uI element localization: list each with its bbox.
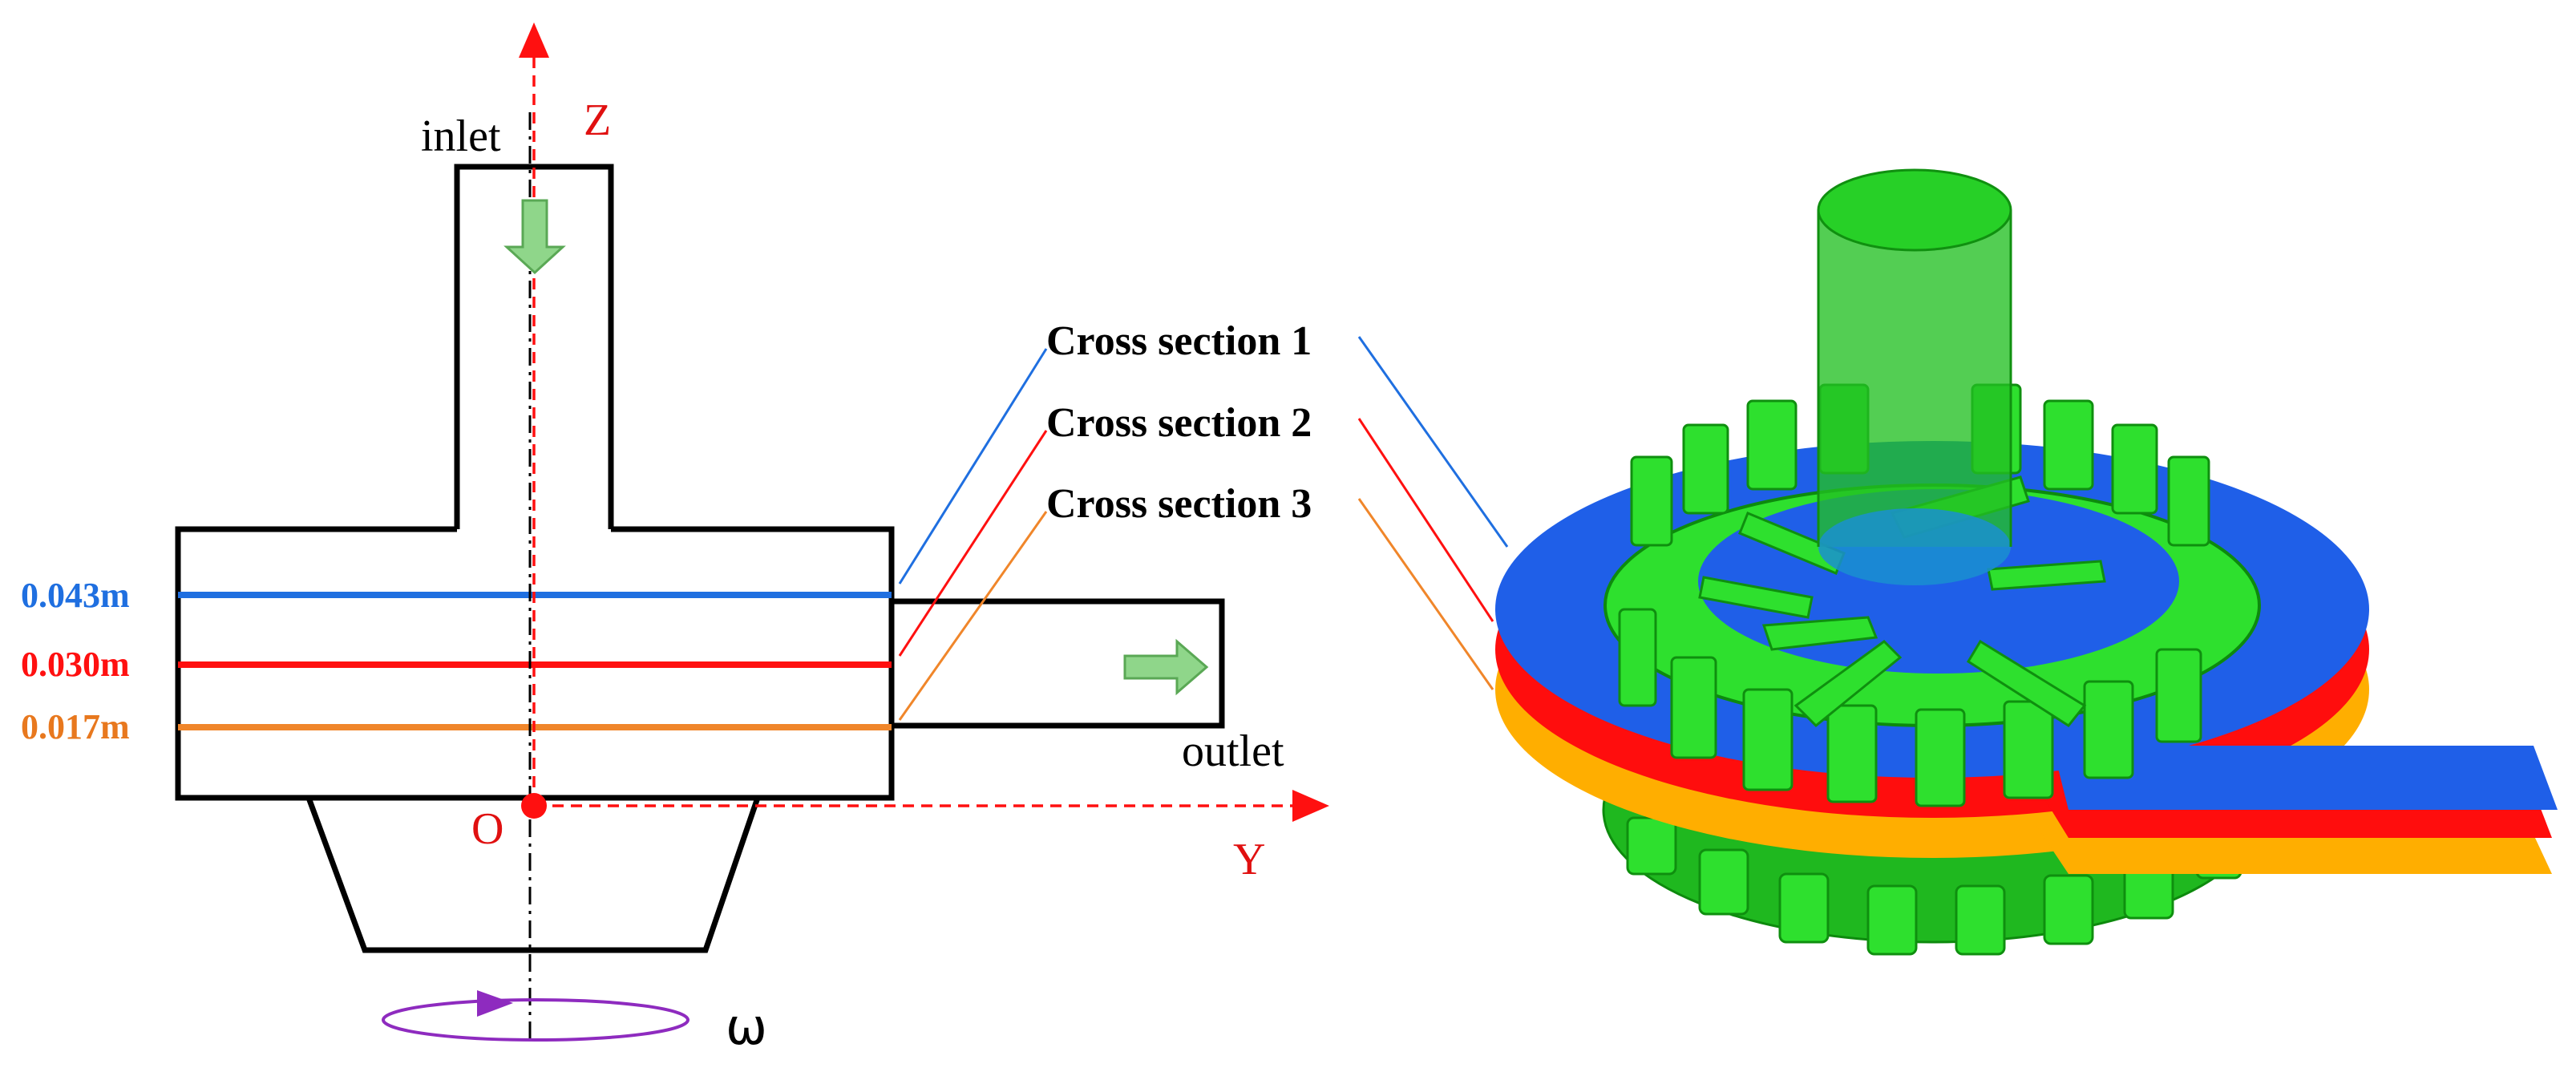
leader-right-1	[1357, 336, 1509, 548]
leader-left-2	[898, 430, 1048, 657]
leader-left-3	[898, 511, 1048, 721]
cross-section-label-2: Cross section 2	[1046, 400, 1312, 446]
rotation-arrow-icon	[382, 990, 689, 1042]
z-axis-label: Z	[584, 95, 611, 145]
origin-point	[521, 793, 547, 819]
leader-right-3	[1357, 498, 1494, 690]
outlet-pipe-outline	[892, 598, 1225, 729]
arrow-right-icon	[1123, 638, 1209, 696]
leader-right-2	[1357, 418, 1494, 622]
outlet-label: outlet	[1182, 726, 1284, 776]
cross-section-labels: Cross section 1 Cross section 2 Cross se…	[898, 318, 1509, 721]
z-axis-arrowhead	[519, 22, 549, 58]
pump-schematic: 0.043m 0.030m 0.017m Z Y O inlet outlet …	[21, 22, 1329, 1056]
omega-label: ω	[726, 997, 767, 1056]
inlet-pipe-outline	[454, 164, 614, 529]
arrow-down-icon	[503, 199, 566, 275]
height-label-0030: 0.030m	[21, 645, 130, 684]
cross-section-label-3: Cross section 3	[1046, 481, 1312, 527]
y-axis-label: Y	[1233, 835, 1265, 884]
pump-3d-model	[1495, 168, 2558, 956]
inlet-cylinder	[1817, 168, 2012, 585]
height-label-0043: 0.043m	[21, 576, 130, 615]
impeller-lower-blades	[1626, 816, 2242, 956]
height-label-0017: 0.017m	[21, 707, 130, 746]
y-axis-arrowhead	[1292, 790, 1329, 822]
impeller-outer-blades	[1618, 383, 2210, 807]
leader-left-1	[898, 348, 1048, 585]
origin-label: O	[471, 804, 503, 854]
inlet-label: inlet	[421, 111, 501, 161]
lower-casing-outline	[305, 796, 761, 953]
cross-section-label-1: Cross section 1	[1046, 318, 1312, 364]
